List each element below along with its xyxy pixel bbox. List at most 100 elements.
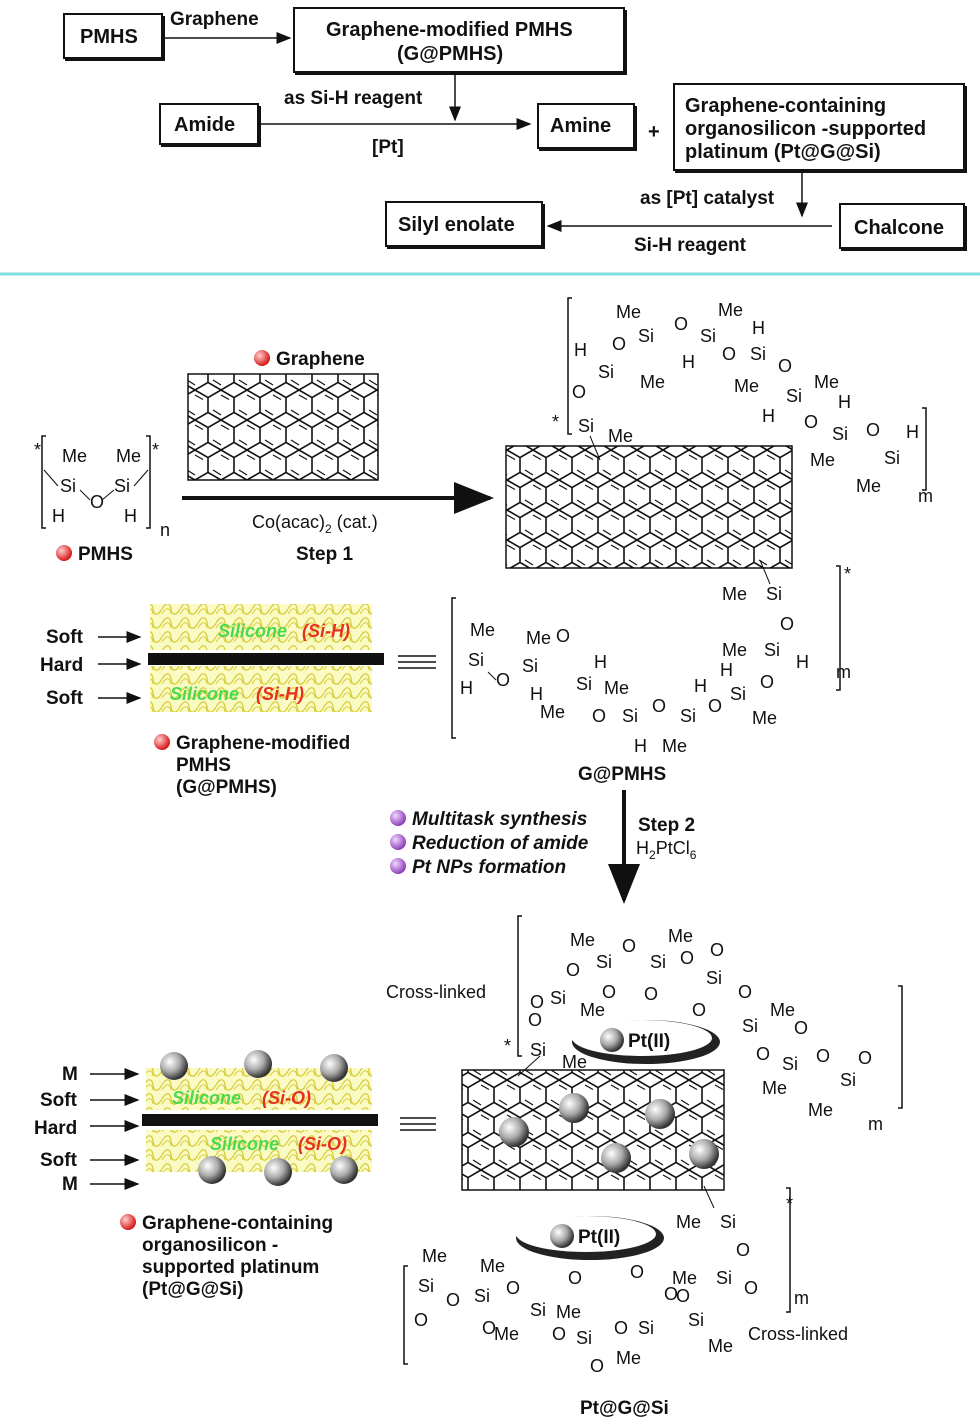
svg-text:Me: Me: [672, 1268, 697, 1288]
svg-text:Si: Si: [750, 344, 766, 364]
amine-label: Amine: [550, 115, 611, 137]
silicone-top-layer: [150, 604, 372, 650]
svg-text:H: H: [720, 660, 733, 680]
svg-text:O: O: [90, 492, 104, 512]
amine-box: [537, 103, 635, 149]
svg-text:*: *: [844, 564, 851, 584]
svg-text:Si: Si: [650, 952, 666, 972]
pt-bracket-label: [Pt]: [372, 137, 404, 158]
cross-linked-label-lower: Cross-linked: [748, 1324, 848, 1344]
svg-text:*: *: [34, 440, 41, 460]
svg-text:Si: Si: [596, 952, 612, 972]
svg-text:O: O: [804, 412, 818, 432]
gpmhs-name-line1: Graphene-modified: [176, 733, 350, 754]
svg-text:O: O: [778, 356, 792, 376]
svg-text:O: O: [760, 672, 774, 692]
svg-text:Si: Si: [700, 326, 716, 346]
pt-nanoparticle: [601, 1143, 631, 1173]
as-pt-catalyst-label: as [Pt] catalyst: [640, 188, 775, 209]
graphene-arrow-label: Graphene: [170, 9, 259, 30]
svg-text:O: O: [592, 706, 606, 726]
svg-text:Me: Me: [480, 1256, 505, 1276]
svg-text:O: O: [446, 1290, 460, 1310]
gpmhs-box-line1: Graphene-modified PMHS: [326, 19, 573, 41]
top-scheme: PMHS Graphene Graphene-modified PMHS (G@…: [63, 7, 967, 256]
reduction-label: Reduction of amide: [412, 833, 589, 854]
svg-text:Silicone: Silicone: [218, 621, 287, 641]
svg-text:H: H: [52, 506, 65, 526]
svg-text:H: H: [762, 406, 775, 426]
svg-text:O: O: [680, 948, 694, 968]
plus-sign: +: [648, 121, 660, 143]
svg-text:*: *: [786, 1194, 793, 1214]
svg-text:Si: Si: [680, 706, 696, 726]
pmhs-structure: * * Me Si H O Me Si H n: [34, 435, 170, 540]
step1-catalyst: Co(acac)2 (cat.): [252, 512, 378, 536]
svg-text:(Si-H): (Si-H): [302, 621, 350, 641]
svg-text:O: O: [652, 696, 666, 716]
svg-text:Si: Si: [622, 706, 638, 726]
svg-text:H: H: [460, 678, 473, 698]
svg-text:supported platinum: supported platinum: [142, 1257, 319, 1278]
svg-text:O: O: [556, 626, 570, 646]
svg-text:Si: Si: [884, 448, 900, 468]
svg-text:Me: Me: [540, 702, 565, 722]
svg-text:Si: Si: [840, 1070, 856, 1090]
svg-text:Si: Si: [530, 1300, 546, 1320]
svg-text:Me: Me: [718, 300, 743, 320]
reduction-bullet-icon: [390, 834, 406, 850]
svg-text:O: O: [664, 1284, 678, 1304]
svg-text:Soft: Soft: [40, 1150, 78, 1171]
pmhs-bullet-icon: [56, 545, 72, 561]
svg-text:Me: Me: [734, 376, 759, 396]
svg-text:O: O: [738, 982, 752, 1002]
lower-siloxane-chain-1: * Me Si O Me Si H H O: [720, 559, 851, 692]
svg-text:Si: Si: [742, 1016, 758, 1036]
svg-text:Si: Si: [522, 656, 538, 676]
svg-text:Me: Me: [422, 1246, 447, 1266]
svg-text:O: O: [414, 1310, 428, 1330]
svg-text:O: O: [674, 314, 688, 334]
svg-text:Me: Me: [808, 1100, 833, 1120]
gpmhs-chain: Me Si H O Me Si H O H Si Me Me O Si H O …: [451, 597, 777, 756]
amide-box: [159, 103, 259, 145]
svg-text:O: O: [614, 1318, 628, 1338]
svg-text:O: O: [590, 1356, 604, 1376]
svg-text:O: O: [602, 982, 616, 1002]
svg-text:Silicone: Silicone: [170, 684, 239, 704]
svg-text:O: O: [744, 1278, 758, 1298]
gpmhs-box: [293, 7, 625, 73]
svg-text:Hard: Hard: [34, 1118, 77, 1139]
svg-text:organosilicon -: organosilicon -: [142, 1235, 278, 1256]
svg-text:Si: Si: [114, 476, 130, 496]
svg-text:O: O: [622, 936, 636, 956]
multitask-label: Multitask synthesis: [412, 809, 587, 830]
svg-text:O: O: [722, 344, 736, 364]
ptgsi-box: [673, 83, 965, 171]
svg-text:Si: Si: [638, 1318, 654, 1338]
svg-text:(Pt@G@Si): (Pt@G@Si): [142, 1279, 243, 1300]
svg-text:H: H: [838, 392, 851, 412]
svg-text:O: O: [644, 984, 658, 1004]
hard-label: Hard: [40, 655, 83, 676]
svg-text:O: O: [506, 1278, 520, 1298]
sih-reagent-label: Si-H reagent: [634, 235, 747, 256]
svg-text:n: n: [160, 520, 170, 540]
svg-text:O: O: [692, 1000, 706, 1020]
svg-text:m: m: [918, 486, 933, 506]
svg-text:O: O: [566, 960, 580, 980]
svg-text:*: *: [552, 412, 559, 432]
svg-text:O: O: [530, 992, 544, 1012]
svg-text:O: O: [780, 614, 794, 634]
svg-text:*: *: [152, 440, 159, 460]
pmhs-label: PMHS: [80, 26, 138, 48]
svg-text:Silicone: Silicone: [210, 1134, 279, 1154]
svg-text:Pt(II): Pt(II): [578, 1227, 620, 1248]
svg-text:Me: Me: [722, 584, 747, 604]
svg-text:H: H: [682, 352, 695, 372]
svg-text:Si: Si: [474, 1286, 490, 1306]
pt-graphene-layer: [142, 1114, 378, 1126]
ptgsi-product-label: Pt@G@Si: [580, 1398, 669, 1419]
soft-label-top: Soft: [46, 627, 84, 648]
step1-label: Step 1: [296, 544, 353, 565]
